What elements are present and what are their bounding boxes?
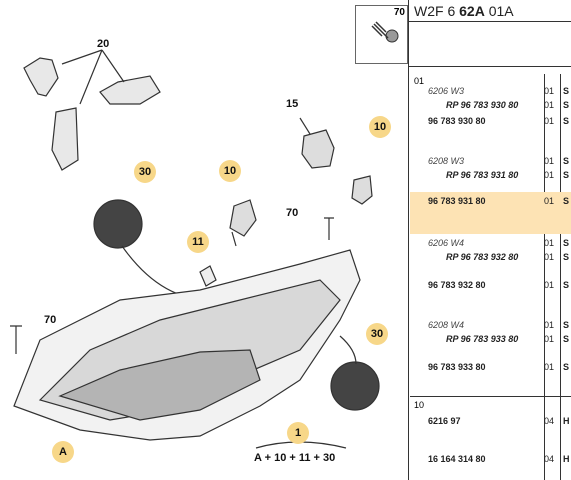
part-desc: S <box>563 362 570 372</box>
section-ref-10: 10 <box>414 400 425 410</box>
part-number: 6216 97 <box>428 416 461 426</box>
list-item[interactable]: 96 783 933 80 01 S <box>410 362 571 374</box>
part-rp: RP 96 783 933 80 <box>446 334 519 344</box>
part-qty: 01 <box>544 170 555 180</box>
screw-thumbnail[interactable]: 70 <box>355 5 408 64</box>
part-qty: 01 <box>544 156 555 166</box>
callout-70-b: 70 <box>44 314 57 326</box>
connector-15 <box>301 129 335 169</box>
list-item[interactable]: RP 96 783 932 80 01 S <box>410 252 571 264</box>
part-number: 96 783 932 80 <box>428 280 486 290</box>
part-desc: S <box>563 100 570 110</box>
part-qty: 01 <box>544 320 555 330</box>
part-desc: S <box>563 238 570 248</box>
screw-icon <box>371 21 399 43</box>
thumbnail-ref: 70 <box>393 7 405 18</box>
part-qty: 01 <box>544 238 555 248</box>
diagram-title: W2F 6 62A 01A <box>414 3 514 19</box>
list-item[interactable]: 96 783 932 80 01 S <box>410 280 571 292</box>
part-desc: S <box>563 252 570 262</box>
part-number: 16 164 314 80 <box>428 454 486 464</box>
headlamp-illustration <box>10 49 380 449</box>
list-item[interactable]: 6216 97 04 H <box>410 416 571 428</box>
callout-10-b: 10 <box>219 160 241 182</box>
callout-70-a: 70 <box>286 207 299 219</box>
callout-10-a: 10 <box>369 116 391 138</box>
title-underline <box>408 21 571 22</box>
list-item[interactable]: 96 783 930 80 01 S <box>410 116 571 128</box>
assembly-formula: A + 10 + 11 + 30 <box>254 452 336 464</box>
section-divider <box>410 396 571 397</box>
header-divider <box>408 66 571 67</box>
exploded-parts-diagram: 20 15 10 10 30 70 11 70 30 A 1 A + 10 + … <box>10 38 391 464</box>
part-qty: 01 <box>544 100 555 110</box>
part-qty: 01 <box>544 196 555 206</box>
part-desc: S <box>563 334 570 344</box>
part-desc: H <box>563 454 570 464</box>
list-item[interactable]: RP 96 783 931 80 01 S <box>410 170 571 182</box>
qty-divider <box>544 74 545 480</box>
part-desc: S <box>563 170 570 180</box>
callout-15: 15 <box>286 98 299 110</box>
callout-11: 11 <box>187 231 209 253</box>
list-item[interactable]: 6206 W4 01 S <box>410 238 571 250</box>
part-variant: 6206 W3 <box>428 86 465 96</box>
part-number: 96 783 933 80 <box>428 362 486 372</box>
list-item[interactable]: RP 96 783 933 80 01 S <box>410 334 571 346</box>
part-qty: 01 <box>544 334 555 344</box>
part-qty: 01 <box>544 280 555 290</box>
part-variant: 6208 W4 <box>428 320 465 330</box>
part-number: 96 783 931 80 <box>428 196 486 206</box>
list-item-selected[interactable]: 96 783 931 80 01 S <box>410 192 571 234</box>
part-qty: 01 <box>544 116 555 126</box>
part-qty: 01 <box>544 362 555 372</box>
list-item[interactable]: 6208 W3 01 S <box>410 156 571 168</box>
list-item[interactable]: 16 164 314 80 04 H <box>410 454 571 466</box>
part-qty: 01 <box>544 252 555 262</box>
bracket-lower <box>51 107 79 171</box>
part-desc: S <box>563 156 570 166</box>
title-prefix: W2F 6 <box>414 3 460 19</box>
part-number: 96 783 930 80 <box>428 116 486 126</box>
title-suffix: 01A <box>484 3 514 19</box>
part-desc: S <box>563 86 570 96</box>
parts-list: 01 10 6206 W3 01 S RP 96 783 930 80 01 S… <box>410 74 571 480</box>
part-desc: S <box>563 196 570 206</box>
title-bold: 62A <box>459 3 485 19</box>
callout-20: 20 <box>97 38 110 50</box>
part-desc: S <box>563 280 570 290</box>
part-desc: S <box>563 116 570 126</box>
bracket-upper-right <box>99 75 161 105</box>
part-rp: RP 96 783 930 80 <box>446 100 519 110</box>
part-qty: 01 <box>544 86 555 96</box>
part-qty: 04 <box>544 416 555 426</box>
callout-30-b: 30 <box>366 323 388 345</box>
part-qty: 04 <box>544 454 555 464</box>
part-desc: S <box>563 320 570 330</box>
section-ref-01: 01 <box>414 76 425 86</box>
callout-a: A <box>52 441 74 463</box>
list-item[interactable]: RP 96 783 930 80 01 S <box>410 100 571 112</box>
part-desc: H <box>563 416 570 426</box>
list-item[interactable]: 6208 W4 01 S <box>410 320 571 332</box>
callout-1: 1 <box>287 422 309 444</box>
part-variant: 6208 W3 <box>428 156 465 166</box>
callout-30-a: 30 <box>134 161 156 183</box>
part-rp: RP 96 783 931 80 <box>446 170 519 180</box>
part-rp: RP 96 783 932 80 <box>446 252 519 262</box>
part-variant: 6206 W4 <box>428 238 465 248</box>
column-divider <box>408 0 409 480</box>
desc-divider <box>560 74 561 480</box>
list-item[interactable]: 6206 W3 01 S <box>410 86 571 98</box>
bracket-upper-left <box>23 57 59 97</box>
